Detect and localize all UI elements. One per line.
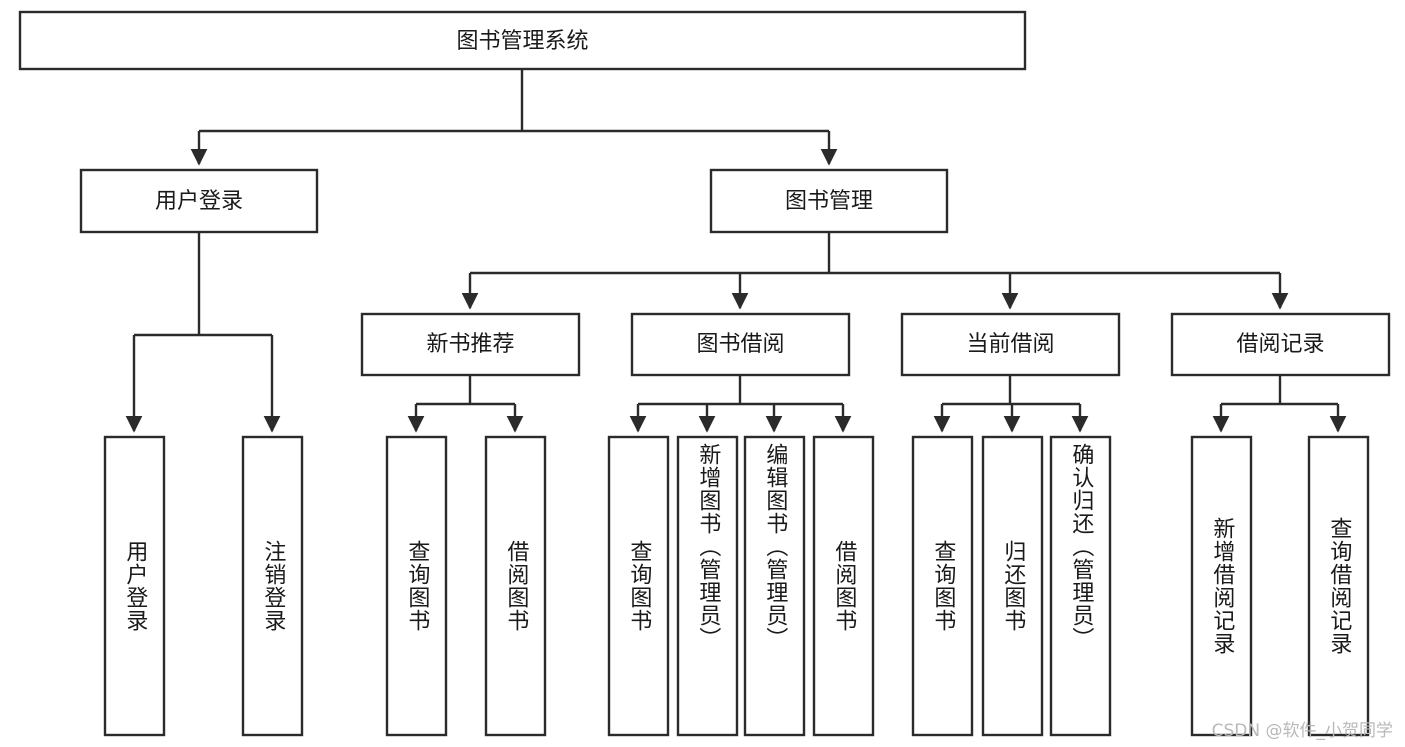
node-level3-records-rect — [1170, 312, 1391, 377]
node-level2-bookmgmt-rect — [709, 168, 949, 234]
leaf-box-borrow-add[interactable] — [676, 435, 739, 737]
leaf-box-newbook-query[interactable] — [385, 435, 448, 737]
node-level3-records[interactable]: 借阅记录 — [1170, 312, 1391, 377]
leaf-box-records-query[interactable] — [1307, 435, 1370, 737]
edge-newbook-to-leaves — [407, 375, 524, 433]
node-level3-newbook-label: 新书推荐 — [426, 332, 514, 357]
node-level3-newbook-rect — [360, 312, 581, 377]
edge-login-to-leaves — [125, 232, 281, 433]
node-level3-newbook[interactable]: 新书推荐 — [360, 312, 581, 377]
edge-root-to-level2 — [190, 69, 838, 166]
node-level2-login[interactable]: 用户登录 — [79, 168, 319, 234]
edge-current-to-leaves — [933, 375, 1089, 433]
leaf-box-borrow-lend[interactable] — [812, 435, 875, 737]
leaf-box-current-confirm[interactable] — [1049, 435, 1112, 737]
leaf-box-newbook-borrow[interactable] — [484, 435, 547, 737]
node-level3-borrow[interactable]: 图书借阅 — [630, 312, 851, 377]
leaf-box-current-query[interactable] — [911, 435, 974, 737]
node-level3-records-label: 借阅记录 — [1236, 332, 1324, 357]
leaf-box-borrow-edit[interactable] — [743, 435, 806, 737]
node-root[interactable]: 图书管理系统 — [18, 10, 1027, 71]
leaf-box-records-add[interactable] — [1190, 435, 1253, 737]
edge-borrow-to-leaves — [629, 375, 852, 433]
node-level3-borrow-label: 图书借阅 — [696, 332, 784, 357]
node-level3-current[interactable]: 当前借阅 — [900, 312, 1121, 377]
node-level2-bookmgmt[interactable]: 图书管理 — [709, 168, 949, 234]
node-root-label: 图书管理系统 — [456, 29, 588, 54]
leaf-box-current-return[interactable] — [981, 435, 1044, 737]
leaf-box-borrow-query[interactable] — [607, 435, 670, 737]
node-level2-bookmgmt-label: 图书管理 — [785, 189, 873, 214]
node-level3-current-label: 当前借阅 — [966, 332, 1054, 357]
leaf-boxes — [103, 435, 1370, 737]
edge-records-to-leaves — [1212, 375, 1347, 433]
edge-bookmgmt-to-level3 — [461, 232, 1289, 310]
node-level2-login-label: 用户登录 — [155, 189, 243, 214]
node-root-rect — [18, 10, 1027, 71]
leaf-box-logout[interactable] — [241, 435, 304, 737]
leaf-box-user-login[interactable] — [103, 435, 166, 737]
node-level3-current-rect — [900, 312, 1121, 377]
node-level3-borrow-rect — [630, 312, 851, 377]
